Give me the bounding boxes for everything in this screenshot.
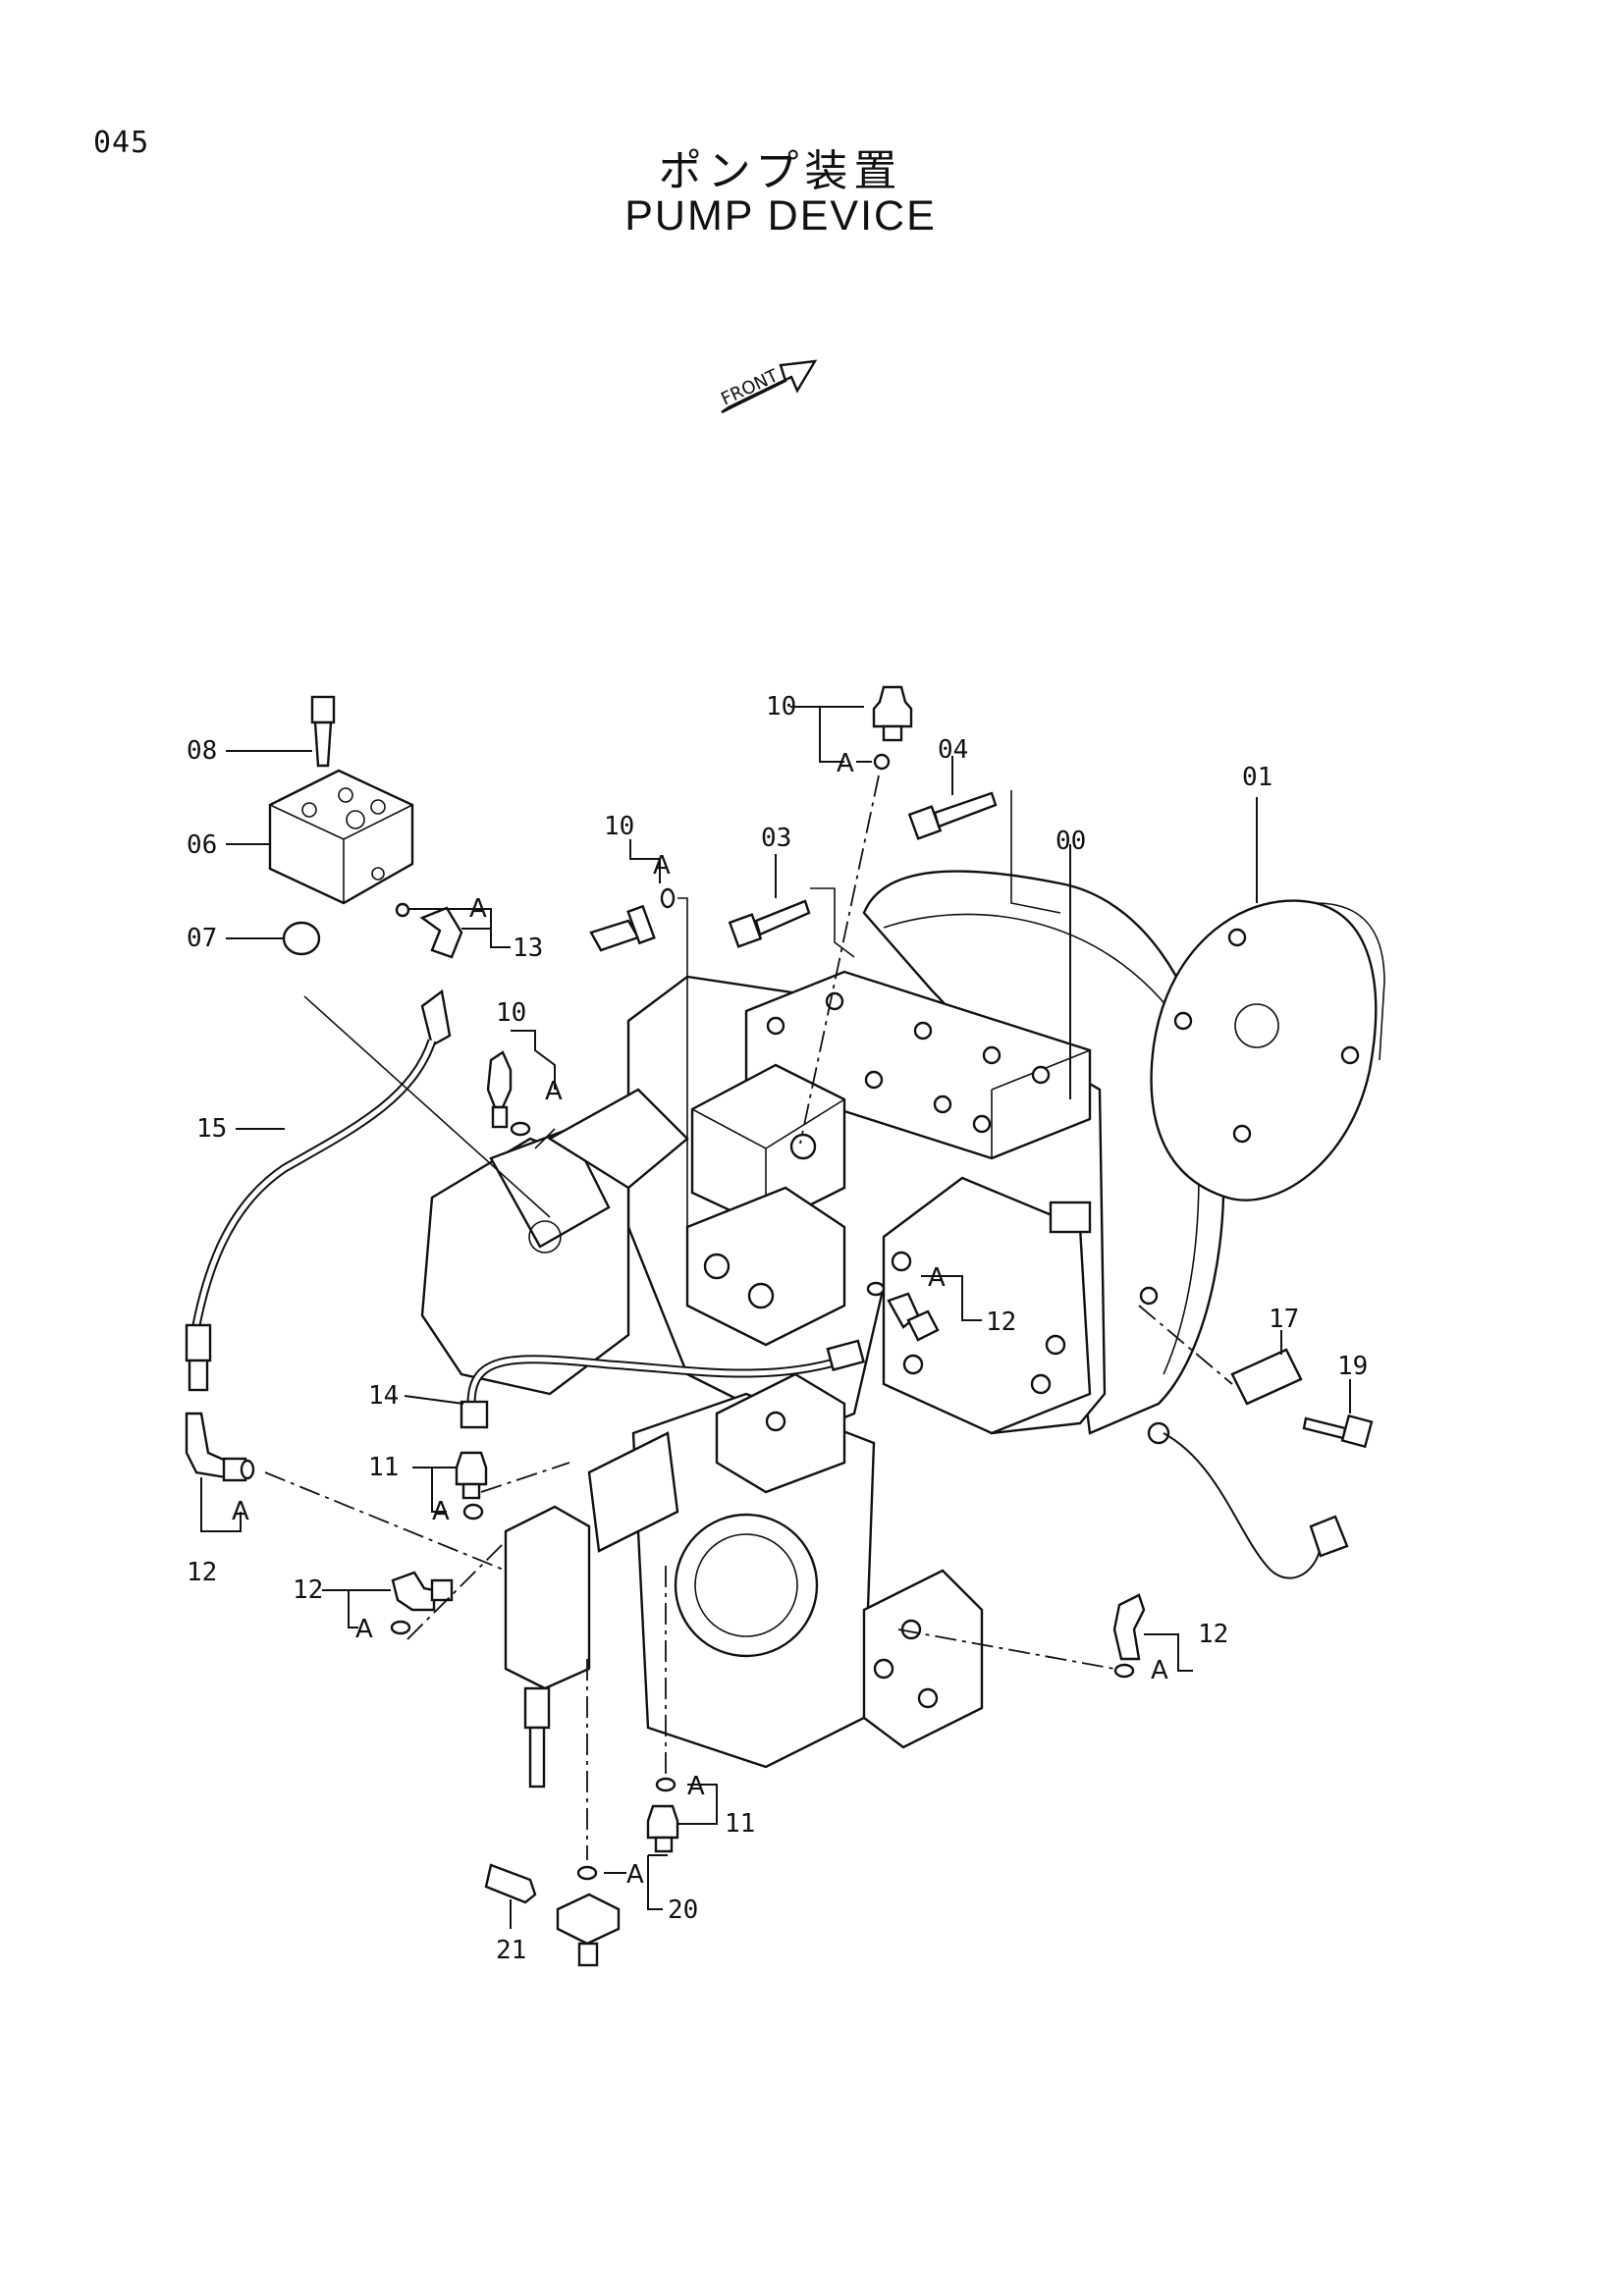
- bolt-19: [1302, 1379, 1374, 1449]
- callout-A-12-left: A: [232, 1497, 249, 1526]
- hose-15: [185, 988, 452, 1392]
- bolt-03: [728, 854, 855, 958]
- callout-A-20: A: [626, 1860, 644, 1890]
- callout-A-13: A: [469, 894, 487, 924]
- callout-04: 04: [938, 735, 968, 765]
- center-valve-block: [685, 1063, 846, 1347]
- leader-07-to-regulator: [303, 995, 551, 1218]
- callout-15: 15: [196, 1114, 227, 1144]
- callout-12-center: 12: [986, 1308, 1016, 1337]
- title-japanese: ポンプ装置: [658, 146, 903, 196]
- fitting-11-center: [412, 1451, 570, 1521]
- callout-14: 14: [368, 1381, 399, 1411]
- callout-17: 17: [1269, 1305, 1299, 1334]
- left-pump-regulator: [420, 1088, 689, 1396]
- callout-07: 07: [187, 924, 217, 953]
- callout-A-12-lower: A: [355, 1615, 373, 1644]
- fitting-10-top: [790, 685, 913, 1145]
- callout-A-10-mid: A: [653, 851, 671, 881]
- clamp-17: [1138, 1305, 1303, 1406]
- callout-21: 21: [496, 1936, 526, 1965]
- bolt-04: [907, 756, 1061, 914]
- callout-12-right: 12: [1198, 1620, 1228, 1649]
- coupling-disc-01: [1150, 899, 1385, 1201]
- callout-10-mid: 10: [604, 812, 634, 841]
- hose-14: [460, 1339, 865, 1429]
- elbow-12-lower: [322, 1540, 507, 1640]
- callout-10-top: 10: [766, 692, 796, 721]
- elbow-12-center: [866, 1275, 982, 1342]
- sensor-21: [484, 1863, 537, 1929]
- elbow-12-left: [185, 1412, 507, 1572]
- callout-01: 01: [1242, 763, 1272, 792]
- block-06: [226, 769, 414, 905]
- callout-12-lower: 12: [293, 1575, 323, 1605]
- leader-14: [404, 1395, 464, 1405]
- front-pump: [631, 1372, 984, 1769]
- bolt-08: [226, 695, 336, 768]
- oring-07: [226, 921, 321, 956]
- callout-11-bottom: 11: [725, 1809, 755, 1839]
- fitting-10-mid: [589, 839, 688, 1227]
- callout-08: 08: [187, 736, 217, 766]
- callout-labels: 08 06 07 A 13 15 10 A 10 A 03 10 A 04 00…: [187, 692, 1368, 1965]
- callout-11-center: 11: [368, 1453, 399, 1482]
- callout-00: 00: [1056, 827, 1086, 856]
- sensor-harness: [1163, 1432, 1349, 1579]
- pressure-sensor-20: [556, 1659, 668, 1967]
- fitting-10-low: [486, 1030, 556, 1149]
- fitting-11-bottom: [646, 1566, 718, 1853]
- callout-20: 20: [668, 1896, 698, 1925]
- left-valve-stack: [504, 1431, 679, 1789]
- front-arrow: FRONT: [718, 359, 818, 414]
- callout-06: 06: [187, 830, 217, 860]
- callout-A-11-bottom: A: [687, 1772, 705, 1801]
- page-code: 045: [93, 126, 150, 160]
- callout-A-12-center: A: [928, 1263, 946, 1293]
- callout-12-left: 12: [187, 1558, 217, 1587]
- callout-A-10-top: A: [837, 749, 854, 778]
- callout-19: 19: [1337, 1352, 1368, 1381]
- elbow-12-right: [897, 1593, 1193, 1679]
- callout-10-low: 10: [496, 998, 526, 1028]
- callout-A-12-right: A: [1151, 1656, 1168, 1685]
- title-english: PUMP DEVICE: [624, 192, 937, 240]
- callout-A-10-low: A: [545, 1077, 563, 1106]
- callout-03: 03: [761, 824, 791, 853]
- front-label: FRONT: [718, 365, 783, 409]
- callout-13: 13: [513, 934, 543, 963]
- elbow-13: [395, 902, 511, 959]
- callout-A-11-center: A: [432, 1497, 450, 1526]
